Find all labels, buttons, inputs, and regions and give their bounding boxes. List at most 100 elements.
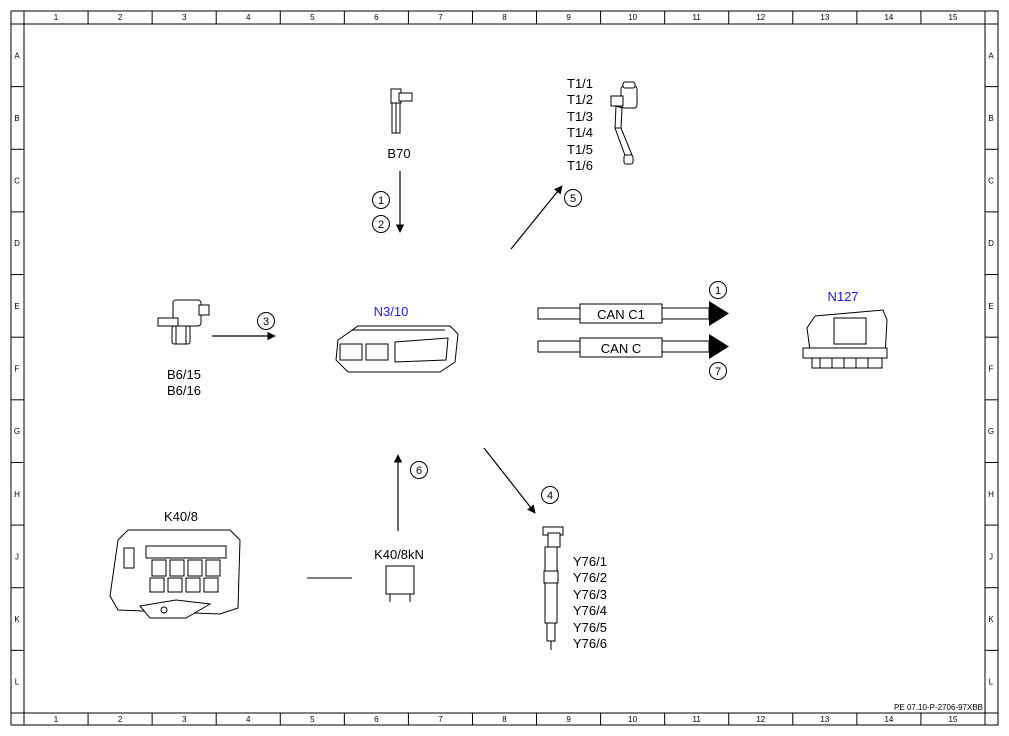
row-label: C <box>14 177 20 186</box>
relay-icon <box>385 565 415 602</box>
t1-3-label: T1/3 <box>567 109 593 124</box>
signal-5-number: 5 <box>570 193 576 205</box>
row-label: H <box>14 490 20 499</box>
arrow-ecu-to-injectors <box>483 447 536 514</box>
column-label: 1 <box>54 715 59 724</box>
document-id: PE 07.10-P-2706-97XBB <box>894 703 983 712</box>
grid-ruler: 1122334455667788991010111112121313141415… <box>11 11 998 725</box>
column-label: 12 <box>756 715 765 724</box>
column-label: 14 <box>884 715 893 724</box>
column-label: 10 <box>628 715 637 724</box>
column-label: 3 <box>182 13 187 22</box>
row-label: J <box>15 552 19 561</box>
can-c1-label: CAN C1 <box>597 307 645 322</box>
y76-1-label: Y76/1 <box>573 554 607 569</box>
column-label: 9 <box>566 715 571 724</box>
can-c1-bus: CAN C1 <box>537 301 729 326</box>
row-label: K <box>988 615 994 624</box>
row-label: L <box>989 678 994 687</box>
t1-4-label: T1/4 <box>567 125 593 140</box>
row-label: A <box>14 51 20 60</box>
inner-frame <box>23 23 986 714</box>
row-label: L <box>15 678 20 687</box>
t1-labels: T1/1 T1/2 T1/3 T1/4 T1/5 T1/6 <box>567 76 593 173</box>
signal-1-number: 1 <box>378 195 384 207</box>
powertrain-control-unit-icon <box>802 309 888 369</box>
column-label: 2 <box>118 13 123 22</box>
column-label: 8 <box>502 13 507 22</box>
column-label: 15 <box>949 13 958 22</box>
t1-6-label: T1/6 <box>567 158 593 173</box>
signal-2-number: 2 <box>378 219 384 231</box>
row-label: H <box>988 490 994 499</box>
signal-1-can-circle <box>709 281 727 299</box>
column-label: 2 <box>118 715 123 724</box>
column-label: 8 <box>502 715 507 724</box>
can-c-bus: CAN C <box>537 334 729 359</box>
column-label: 13 <box>820 13 829 22</box>
signal-7-number: 7 <box>715 366 721 378</box>
column-label: 4 <box>246 715 251 724</box>
b70-label: B70 <box>387 146 410 161</box>
column-label: 7 <box>438 715 443 724</box>
row-label: D <box>988 239 994 248</box>
row-label: C <box>988 177 994 186</box>
row-label: B <box>14 114 19 123</box>
column-label: 6 <box>374 13 379 22</box>
column-label: 10 <box>628 13 637 22</box>
b6-15-label: B6/15 <box>167 367 201 382</box>
y76-3-label: Y76/3 <box>573 587 607 602</box>
signal-6-number: 6 <box>416 465 422 477</box>
row-label: A <box>988 51 994 60</box>
column-label: 7 <box>438 13 443 22</box>
k40-8kn-label: K40/8kN <box>374 547 424 562</box>
row-label: J <box>989 552 993 561</box>
column-label: 14 <box>884 13 893 22</box>
column-label: 11 <box>693 13 702 22</box>
arrow-ecu-to-coil <box>510 185 563 250</box>
engine-control-unit-icon <box>335 325 459 373</box>
y76-6-label: Y76/6 <box>573 636 607 651</box>
signal-3-number: 3 <box>263 316 269 328</box>
n127-label: N127 <box>827 289 858 304</box>
row-label: F <box>989 365 994 374</box>
column-label: 13 <box>820 715 829 724</box>
camshaft-sensor-icon <box>157 299 210 345</box>
n3-10-label: N3/10 <box>374 304 409 319</box>
row-label: F <box>15 365 20 374</box>
row-label: G <box>988 427 994 436</box>
signal-7-circle <box>709 362 727 380</box>
signal-1-can-number: 1 <box>715 285 721 297</box>
fuel-injector-icon <box>542 526 564 650</box>
b6-16-label: B6/16 <box>167 383 201 398</box>
column-label: 9 <box>566 13 571 22</box>
column-label: 5 <box>310 715 315 724</box>
signal-4-circle <box>541 486 559 504</box>
signal-5-circle <box>564 189 582 207</box>
y76-5-label: Y76/5 <box>573 620 607 635</box>
y76-4-label: Y76/4 <box>573 603 607 618</box>
k40-8-label: K40/8 <box>164 509 198 524</box>
y76-labels: Y76/1 Y76/2 Y76/3 Y76/4 Y76/5 Y76/6 <box>573 554 607 651</box>
column-label: 12 <box>756 13 765 22</box>
signal-6-circle <box>410 461 428 479</box>
column-label: 4 <box>246 13 251 22</box>
column-label: 15 <box>949 715 958 724</box>
column-label: 5 <box>310 13 315 22</box>
can-c-label: CAN C <box>601 341 641 356</box>
row-label: G <box>14 427 20 436</box>
column-label: 6 <box>374 715 379 724</box>
row-label: D <box>14 239 20 248</box>
row-label: K <box>14 615 20 624</box>
column-label: 1 <box>54 13 59 22</box>
y76-2-label: Y76/2 <box>573 570 607 585</box>
fuse-relay-box-icon <box>109 529 241 619</box>
row-label: E <box>14 302 19 311</box>
column-label: 11 <box>693 715 702 724</box>
column-label: 3 <box>182 715 187 724</box>
outer-frame <box>10 10 999 726</box>
row-label: E <box>988 302 993 311</box>
signal-4-number: 4 <box>547 490 553 502</box>
